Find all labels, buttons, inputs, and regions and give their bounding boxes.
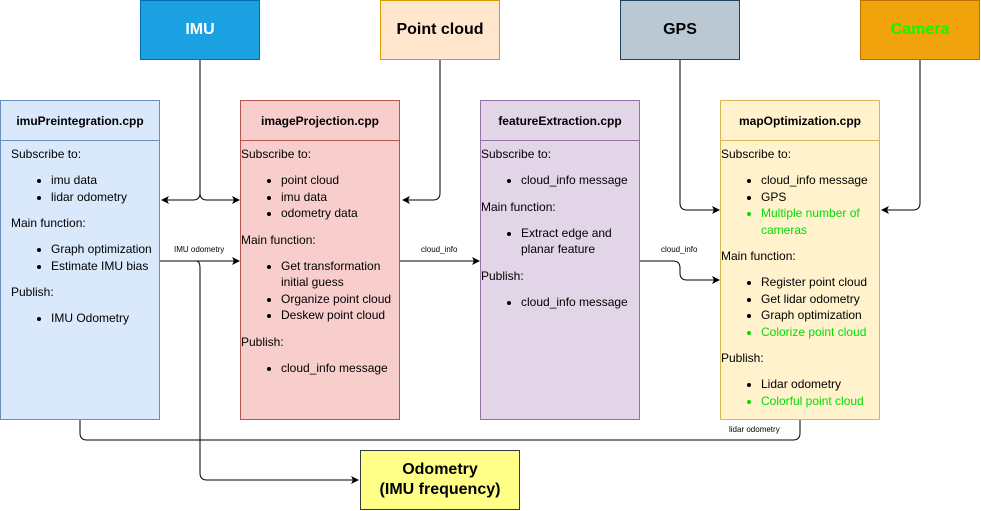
edge-imu-odometry-to-output	[195, 260, 359, 484]
source-gps-label: GPS	[663, 21, 697, 38]
edge-imu-to-junction	[161, 60, 201, 204]
list-item: imu data	[51, 172, 159, 189]
publish-section-list: cloud_info message	[241, 360, 399, 377]
subscribe-section-title: Subscribe to:	[721, 147, 792, 161]
subscribe-section-list: cloud_info messageGPSMultiple number of …	[721, 172, 879, 238]
edge-camera-to-mapoptimization	[881, 60, 921, 214]
publish-section-list: IMU Odometry	[11, 310, 159, 327]
node-body: Subscribe to: cloud_info messageGPSMultip…	[721, 141, 879, 409]
list-item: Organize point cloud	[281, 291, 399, 308]
list-item: cloud_info message	[281, 360, 399, 377]
list-item: Get transformation initial guess	[281, 258, 399, 291]
list-item: point cloud	[281, 172, 399, 189]
main-function-section-title: Main function:	[241, 232, 316, 247]
node-title: mapOptimization.cpp	[721, 101, 879, 141]
source-gps: GPS	[620, 0, 740, 60]
edge-cloud-info-2	[640, 260, 720, 284]
list-item: Colorful point cloud	[761, 393, 879, 410]
subscribe-section-title: Subscribe to:	[241, 147, 312, 161]
list-item: Deskew point cloud	[281, 307, 399, 324]
output-odometry: Odometry (IMU frequency)	[360, 450, 520, 510]
main-function-section-title: Main function:	[481, 199, 556, 214]
node-body: Subscribe to: point cloudimu dataodometry…	[241, 141, 399, 376]
main-function-section-list: Get transformation initial guessOrganize…	[241, 258, 399, 324]
edge-label-cloud-info-2: cloud_info	[661, 245, 698, 254]
main-function-section-list: Extract edge and planar feature	[481, 225, 639, 258]
main-function-section-list: Graph optimizationEstimate IMU bias	[11, 241, 159, 274]
source-point-cloud: Point cloud	[380, 0, 500, 60]
output-line-2: (IMU frequency)	[379, 481, 501, 498]
publish-section-title: Publish:	[11, 285, 54, 299]
list-item: Graph optimization	[761, 307, 879, 324]
node-title: imuPreintegration.cpp	[1, 101, 159, 141]
source-imu-label: IMU	[185, 21, 215, 38]
publish-section-list: Lidar odometryColorful point cloud	[721, 376, 879, 409]
subscribe-section-list: imu datalidar odometry	[11, 172, 159, 205]
node-title: imageProjection.cpp	[241, 101, 399, 141]
publish-section-title: Publish:	[721, 351, 764, 365]
publish-section-title: Publish:	[481, 268, 524, 283]
node-title: featureExtraction.cpp	[481, 101, 639, 141]
edge-label-imu-odometry: IMU odometry	[174, 245, 225, 254]
main-function-section-title: Main function:	[721, 249, 796, 263]
list-item: cloud_info message	[761, 172, 879, 189]
subscribe-section-list: cloud_info message	[481, 172, 639, 189]
edge-lidar-odometry	[76, 381, 801, 441]
source-imu: IMU	[140, 0, 260, 60]
list-item: Colorize point cloud	[761, 324, 879, 341]
main-function-section-list: Register point cloudGet lidar odometryGr…	[721, 274, 879, 340]
edge-gps-to-mapoptimization	[679, 60, 720, 214]
list-item: cloud_info message	[521, 294, 639, 311]
list-item: Multiple number of cameras	[761, 205, 879, 238]
source-point-cloud-label: Point cloud	[396, 21, 484, 38]
output-line-1: Odometry	[402, 461, 478, 478]
main-function-section-title: Main function:	[11, 216, 86, 230]
node-body: Subscribe to: imu datalidar odometryMain …	[1, 141, 159, 327]
publish-section-list: cloud_info message	[481, 294, 639, 311]
list-item: Extract edge and planar feature	[521, 225, 639, 258]
edge-imu-to-imageprojection	[199, 192, 240, 204]
list-item: Estimate IMU bias	[51, 258, 159, 275]
list-item: cloud_info message	[521, 172, 639, 189]
list-item: lidar odometry	[51, 189, 159, 206]
list-item: GPS	[761, 189, 879, 206]
list-item: Graph optimization	[51, 241, 159, 258]
subscribe-section-title: Subscribe to:	[481, 147, 552, 161]
list-item: imu data	[281, 189, 399, 206]
subscribe-section-list: point cloudimu dataodometry data	[241, 172, 399, 222]
source-camera-label: Camera	[890, 21, 950, 38]
list-item: Lidar odometry	[761, 376, 879, 393]
list-item: Get lidar odometry	[761, 291, 879, 308]
subscribe-section-title: Subscribe to:	[11, 147, 82, 161]
source-camera: Camera	[860, 0, 980, 60]
list-item: odometry data	[281, 205, 399, 222]
publish-section-title: Publish:	[241, 334, 284, 349]
edge-label-lidar-odometry: lidar odometry	[729, 425, 780, 434]
edge-label-cloud-info-1: cloud_info	[421, 245, 458, 254]
list-item: Register point cloud	[761, 274, 879, 291]
edge-pointcloud-to-imageprojection	[402, 60, 441, 204]
list-item: IMU Odometry	[51, 310, 159, 327]
